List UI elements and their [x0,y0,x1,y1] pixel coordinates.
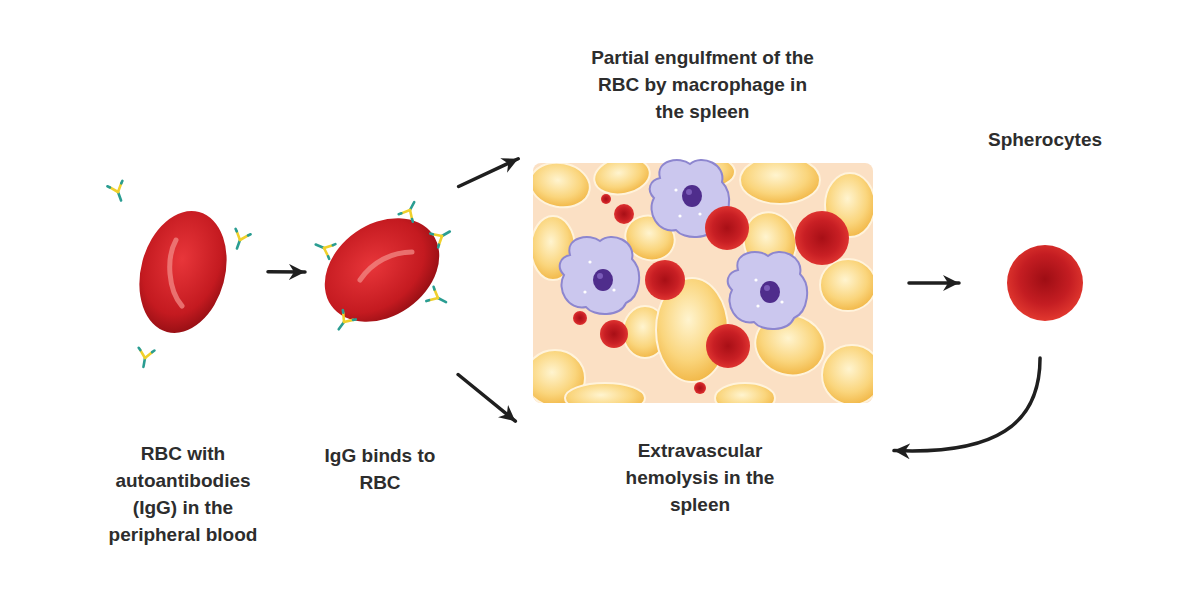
stage-node: Extravascular hemolysis in the spleen [520,425,880,525]
rbc-body [305,197,459,343]
tissue-cell [740,163,820,204]
tissue-cell [565,383,645,403]
rbc-fragment [573,311,587,325]
stage-caption: Spherocytes [965,126,1125,153]
nucleus [682,185,702,207]
granule [588,260,591,263]
stage-node: Partial engulfment of the RBC by macroph… [520,40,885,405]
spleen-tissue [533,163,873,403]
macrophage [728,252,807,329]
igg-antibody [426,287,449,309]
spleen-rbc [645,260,685,300]
tissue-cell [533,163,593,212]
spleen-rbc [600,320,628,348]
spleen-red-cells [573,194,849,394]
flow-arrow [268,270,305,274]
nucleus [760,281,780,303]
igg-antibody [229,229,250,251]
flow-arrow [459,159,519,187]
igg-antibody [430,225,454,248]
granule [678,214,681,217]
rbc-fragment [694,382,706,394]
rbc-fragment [614,204,634,224]
stage-caption: Partial engulfment of the RBC by macroph… [590,44,815,125]
red-blood-cell [126,201,239,343]
tissue-cell [591,163,652,199]
granule [780,300,783,303]
stage-node: Spherocytes [965,120,1125,330]
granule [754,278,757,281]
flow-arrow [894,358,1040,451]
granule [698,212,701,215]
nucleus-highlight [764,285,770,291]
igg-antibody [332,310,356,334]
engulfed-rbc [705,206,749,250]
macrophage [560,237,639,314]
igg-antibody [399,198,422,221]
stage-caption: RBC with autoantibodies (IgG) in the per… [98,440,268,548]
rbc-fragment [601,194,611,204]
tissue-cell [820,259,873,311]
macrophage-body [728,252,807,329]
stage-node: IgG binds to RBC [305,170,455,500]
flow-arrow [909,281,959,285]
igg-antibody [313,237,336,259]
flow-arrow [458,374,515,421]
tissue-cell [822,345,873,403]
igg-antibody [136,348,155,369]
spherocyte [1007,245,1083,321]
spleen-rbc [795,211,849,265]
igg-antibody [107,181,128,203]
stage-caption: IgG binds to RBC [305,442,455,496]
spleen-rbc [706,324,750,368]
stage-caption: Extravascular hemolysis in the spleen [605,437,795,518]
macrophage-body [560,237,639,314]
granule [756,304,759,307]
nucleus-highlight [597,273,603,279]
granule [674,188,677,191]
tissue-cell [715,383,775,403]
nucleus [593,269,613,291]
granule [583,290,586,293]
nucleus-highlight [686,189,692,195]
granule [612,288,615,291]
rbc-pallor [170,240,182,306]
red-blood-cell [305,197,459,343]
stage-node: RBC with autoantibodies (IgG) in the per… [98,170,268,550]
rbc-body [126,201,239,343]
rbc-pallor [360,252,412,280]
